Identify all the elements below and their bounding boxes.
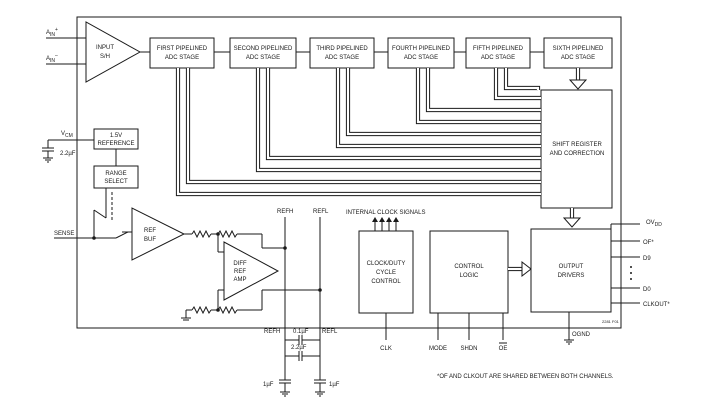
shift-register: SHIFT REGISTER AND CORRECTION [540, 89, 613, 209]
svg-text:LOGIC: LOGIC [460, 273, 479, 279]
vcm-pin: VCM 2.2µF [42, 131, 94, 163]
ain-minus-pin: AIN– [46, 53, 86, 65]
oe-pin: OE [499, 346, 508, 352]
svg-text:ADC STAGE: ADC STAGE [561, 55, 595, 61]
svg-text:BUF: BUF [144, 237, 156, 243]
output-pins: OVDD OF* D9 D0 CLKOUT* [610, 220, 670, 308]
ognd-pin: OGND [572, 332, 591, 338]
svg-text:REFH: REFH [264, 329, 280, 335]
svg-text:S/H: S/H [100, 54, 110, 60]
svg-text:REFL: REFL [322, 329, 338, 335]
stage-1: FIRST PIPELINED ADC STAGE [149, 37, 215, 69]
svg-text:SENSE: SENSE [54, 231, 74, 237]
svg-text:1.5V: 1.5V [110, 133, 122, 139]
svg-text:2.2µF: 2.2µF [291, 345, 307, 351]
figure-id: 2281 F01 [602, 319, 620, 324]
reference-block: 1.5V REFERENCE [93, 128, 139, 150]
svg-text:ADC STAGE: ADC STAGE [165, 55, 199, 61]
svg-text:CYCLE: CYCLE [376, 270, 396, 276]
svg-text:DIFF: DIFF [233, 261, 247, 267]
shdn-pin: SHDN [460, 346, 477, 352]
svg-text:SELECT: SELECT [104, 179, 128, 185]
svg-text:OVDD: OVDD [646, 220, 662, 228]
svg-text:2.2µF: 2.2µF [60, 151, 76, 157]
input-sh-amp: INPUT S/H [85, 21, 142, 83]
svg-text:CLKOUT*: CLKOUT* [643, 302, 670, 308]
svg-text:ADC STAGE: ADC STAGE [325, 55, 359, 61]
diff-ref-amp: DIFF REF AMP [223, 241, 280, 301]
svg-text:DRIVERS: DRIVERS [558, 273, 585, 279]
svg-text:1µF: 1µF [329, 382, 340, 388]
refl-rail: REFL REFL [313, 209, 338, 380]
svg-text:SECOND PIPELINED: SECOND PIPELINED [234, 46, 293, 52]
svg-text:D0: D0 [643, 287, 651, 293]
svg-text:0.1µF: 0.1µF [293, 329, 309, 335]
svg-text:REFERENCE: REFERENCE [97, 141, 134, 147]
svg-text:D9: D9 [643, 256, 651, 262]
ref-capacitors: 0.1µF 2.2µF 1µF 1µF [263, 329, 340, 397]
svg-text:SIXTH PIPELINED: SIXTH PIPELINED [553, 46, 604, 52]
control-logic-block: CONTROL LOGIC [429, 230, 509, 314]
svg-text:REF: REF [144, 228, 156, 234]
svg-text:RANGE: RANGE [105, 171, 126, 177]
svg-text:ADC STAGE: ADC STAGE [404, 55, 438, 61]
svg-text:CONTROL: CONTROL [371, 279, 401, 285]
ref-buf-amp: REF BUF [131, 207, 186, 261]
svg-text:ADC STAGE: ADC STAGE [481, 55, 515, 61]
svg-text:REFH: REFH [277, 209, 293, 215]
mode-pin: MODE [429, 346, 447, 352]
svg-text:AIN–: AIN– [46, 53, 58, 64]
svg-text:THIRD PIPELINED: THIRD PIPELINED [316, 46, 368, 52]
chip-boundary [76, 16, 622, 329]
clock-duty-block: CLOCK/DUTY CYCLE CONTROL [358, 230, 414, 314]
svg-text:FIRST PIPELINED: FIRST PIPELINED [157, 46, 208, 52]
sense-pin: SENSE [54, 209, 132, 240]
svg-text:REFL: REFL [313, 209, 329, 215]
clk-pin: CLK [380, 346, 392, 352]
svg-text:CLOCK/DUTY: CLOCK/DUTY [367, 261, 406, 267]
svg-text:INPUT: INPUT [96, 45, 114, 51]
control-to-output-arrow [508, 260, 532, 278]
svg-text:REF: REF [234, 269, 246, 275]
svg-text:FIFTH PIPELINED: FIFTH PIPELINED [473, 46, 524, 52]
svg-text:SHIFT REGISTER: SHIFT REGISTER [552, 142, 602, 148]
range-select-block: RANGE SELECT [93, 165, 139, 189]
svg-text:VCM: VCM [61, 131, 73, 139]
internal-clock-signals: INTERNAL CLOCK SIGNALS [346, 210, 425, 231]
stage-3: THIRD PIPELINED ADC STAGE [309, 37, 375, 69]
svg-text:OUTPUT: OUTPUT [559, 264, 584, 270]
ref-resistors [181, 229, 263, 321]
stage-6: SIXTH PIPELINED ADC STAGE [543, 37, 613, 69]
ain-plus-pin: AIN+ [46, 27, 86, 39]
stage-5: FIFTH PIPELINED ADC STAGE [465, 37, 531, 69]
svg-text:CONTROL: CONTROL [454, 264, 484, 270]
stage-buses [175, 68, 588, 228]
stage-4: FOURTH PIPELINED ADC STAGE [387, 37, 455, 69]
svg-text:1µF: 1µF [263, 382, 274, 388]
svg-text:ADC STAGE: ADC STAGE [246, 55, 280, 61]
footnote: *OF AND CLKOUT ARE SHARED BETWEEN BOTH C… [437, 374, 614, 380]
svg-text:INTERNAL CLOCK SIGNALS: INTERNAL CLOCK SIGNALS [346, 210, 425, 216]
stage-2: SECOND PIPELINED ADC STAGE [229, 37, 297, 69]
svg-text:AIN+: AIN+ [46, 27, 58, 38]
output-drivers-block: OUTPUT DRIVERS [530, 228, 612, 313]
refh-rail: REFH REFH [264, 209, 293, 380]
svg-text:AND CORRECTION: AND CORRECTION [550, 151, 605, 157]
svg-text:AMP: AMP [233, 277, 246, 283]
svg-text:FOURTH PIPELINED: FOURTH PIPELINED [392, 46, 451, 52]
svg-text:OF*: OF* [643, 240, 654, 246]
